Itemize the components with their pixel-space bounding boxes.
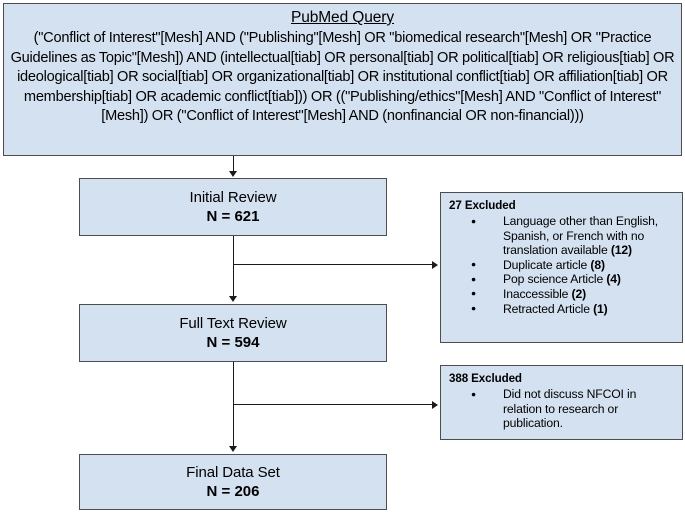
exclusion-item-text: Did not discuss NFCOI in relation to res… [503, 387, 637, 431]
exclusion-item-text: Duplicate article [503, 257, 588, 272]
exclusion-list-1: Language other than English, Spanish, or… [449, 214, 678, 317]
exclusion-title-2: 388 Excluded [449, 372, 522, 385]
stage-label-initial-review: Initial Review [189, 188, 277, 206]
arrowhead-initial-to-fulltext [229, 296, 237, 302]
exclusion-item: Retracted Article (1) [463, 301, 678, 316]
exclusion-item: Pop science Article (4) [463, 272, 678, 287]
stage-count-full-text-review: N = 594 [206, 333, 260, 351]
exclusion-item-count: (1) [593, 301, 608, 316]
exclusion-item: Language other than English, Spanish, or… [463, 214, 678, 258]
stage-box-initial-review: Initial Review N = 621 [79, 178, 387, 236]
stage-count-final-data-set: N = 206 [206, 482, 260, 500]
exclusion-box-388-excluded: 388 Excluded Did not discuss NFCOI in re… [440, 365, 683, 440]
exclusion-item-text: Retracted Article [503, 301, 590, 316]
arrowhead-initial-to-exclusion-1 [432, 260, 438, 269]
stage-box-full-text-review: Full Text Review N = 594 [79, 304, 387, 362]
exclusion-item: Did not discuss NFCOI in relation to res… [463, 387, 678, 431]
exclusion-box-27-excluded: 27 Excluded Language other than English,… [440, 192, 683, 343]
stage-count-initial-review: N = 621 [206, 207, 260, 225]
arrowhead-fulltext-to-exclusion-2 [432, 400, 438, 409]
arrowhead-fulltext-to-final [229, 446, 237, 452]
connector-initial-to-exclusion-1 [232, 264, 434, 266]
exclusion-item-count: (2) [571, 286, 587, 301]
pubmed-query-text: ("Conflict of Interest"[Mesh] AND ("Publ… [10, 30, 675, 125]
exclusion-item-text: Pop science Article [503, 272, 604, 287]
stage-label-final-data-set: Final Data Set [186, 463, 280, 481]
pubmed-query-box: PubMed Query ("Conflict of Interest"[Mes… [3, 3, 682, 156]
connector-query-to-initial [232, 156, 234, 173]
connector-fulltext-to-exclusion-2 [232, 404, 434, 406]
exclusion-item-text: Language other than English, Spanish, or… [503, 214, 659, 258]
exclusion-item-count: (8) [590, 257, 605, 272]
pubmed-query-title: PubMed Query [290, 9, 395, 26]
stage-label-full-text-review: Full Text Review [179, 314, 287, 332]
exclusion-list-2: Did not discuss NFCOI in relation to res… [449, 387, 678, 431]
exclusion-item: Duplicate article (8) [463, 257, 678, 272]
stage-box-final-data-set: Final Data Set N = 206 [79, 454, 387, 510]
connector-initial-to-fulltext [232, 236, 234, 297]
exclusion-title-1: 27 Excluded [449, 199, 516, 212]
exclusion-item: Inaccessible (2) [463, 286, 678, 301]
exclusion-item-text: Inaccessible [503, 286, 569, 301]
arrowhead-query-to-initial [229, 171, 237, 177]
exclusion-item-count: (4) [606, 272, 621, 287]
exclusion-item-count: (12) [610, 243, 632, 258]
